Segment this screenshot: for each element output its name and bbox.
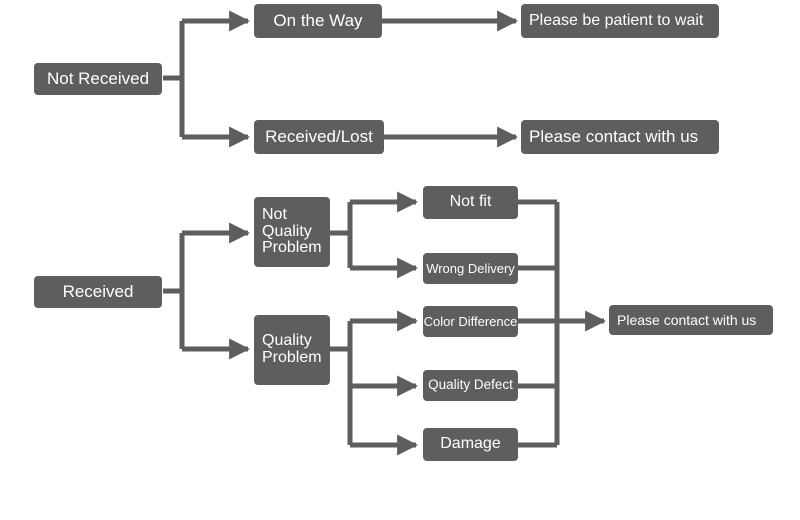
node-on-the-way: On the Way xyxy=(254,4,382,38)
node-contact-us-bottom: Please contact with us xyxy=(609,305,773,335)
node-received-lost: Received/Lost xyxy=(254,120,384,154)
node-not-quality-line-2: Quality xyxy=(262,222,312,240)
node-color-difference: Color Difference xyxy=(423,306,518,337)
node-received: Received xyxy=(34,276,162,308)
node-quality-problem: Quality Problem xyxy=(254,315,330,385)
node-not-quality-problem: Not Quality Problem xyxy=(254,197,330,267)
node-not-received: Not Received xyxy=(34,63,162,95)
node-quality-line-1: Quality xyxy=(262,332,312,350)
node-not-fit: Not fit xyxy=(423,186,518,219)
node-please-wait: Please be patient to wait xyxy=(521,4,719,38)
node-quality-defect: Quality Defect xyxy=(423,370,518,401)
node-wrong-delivery: Wrong Delivery xyxy=(423,253,518,284)
node-contact-us-top: Please contact with us xyxy=(521,120,719,154)
node-quality-line-2: Problem xyxy=(262,349,322,366)
node-not-quality-line-3: Problem xyxy=(262,239,322,257)
node-damage: Damage xyxy=(423,428,518,461)
node-not-quality-line-1: Not xyxy=(262,205,287,223)
